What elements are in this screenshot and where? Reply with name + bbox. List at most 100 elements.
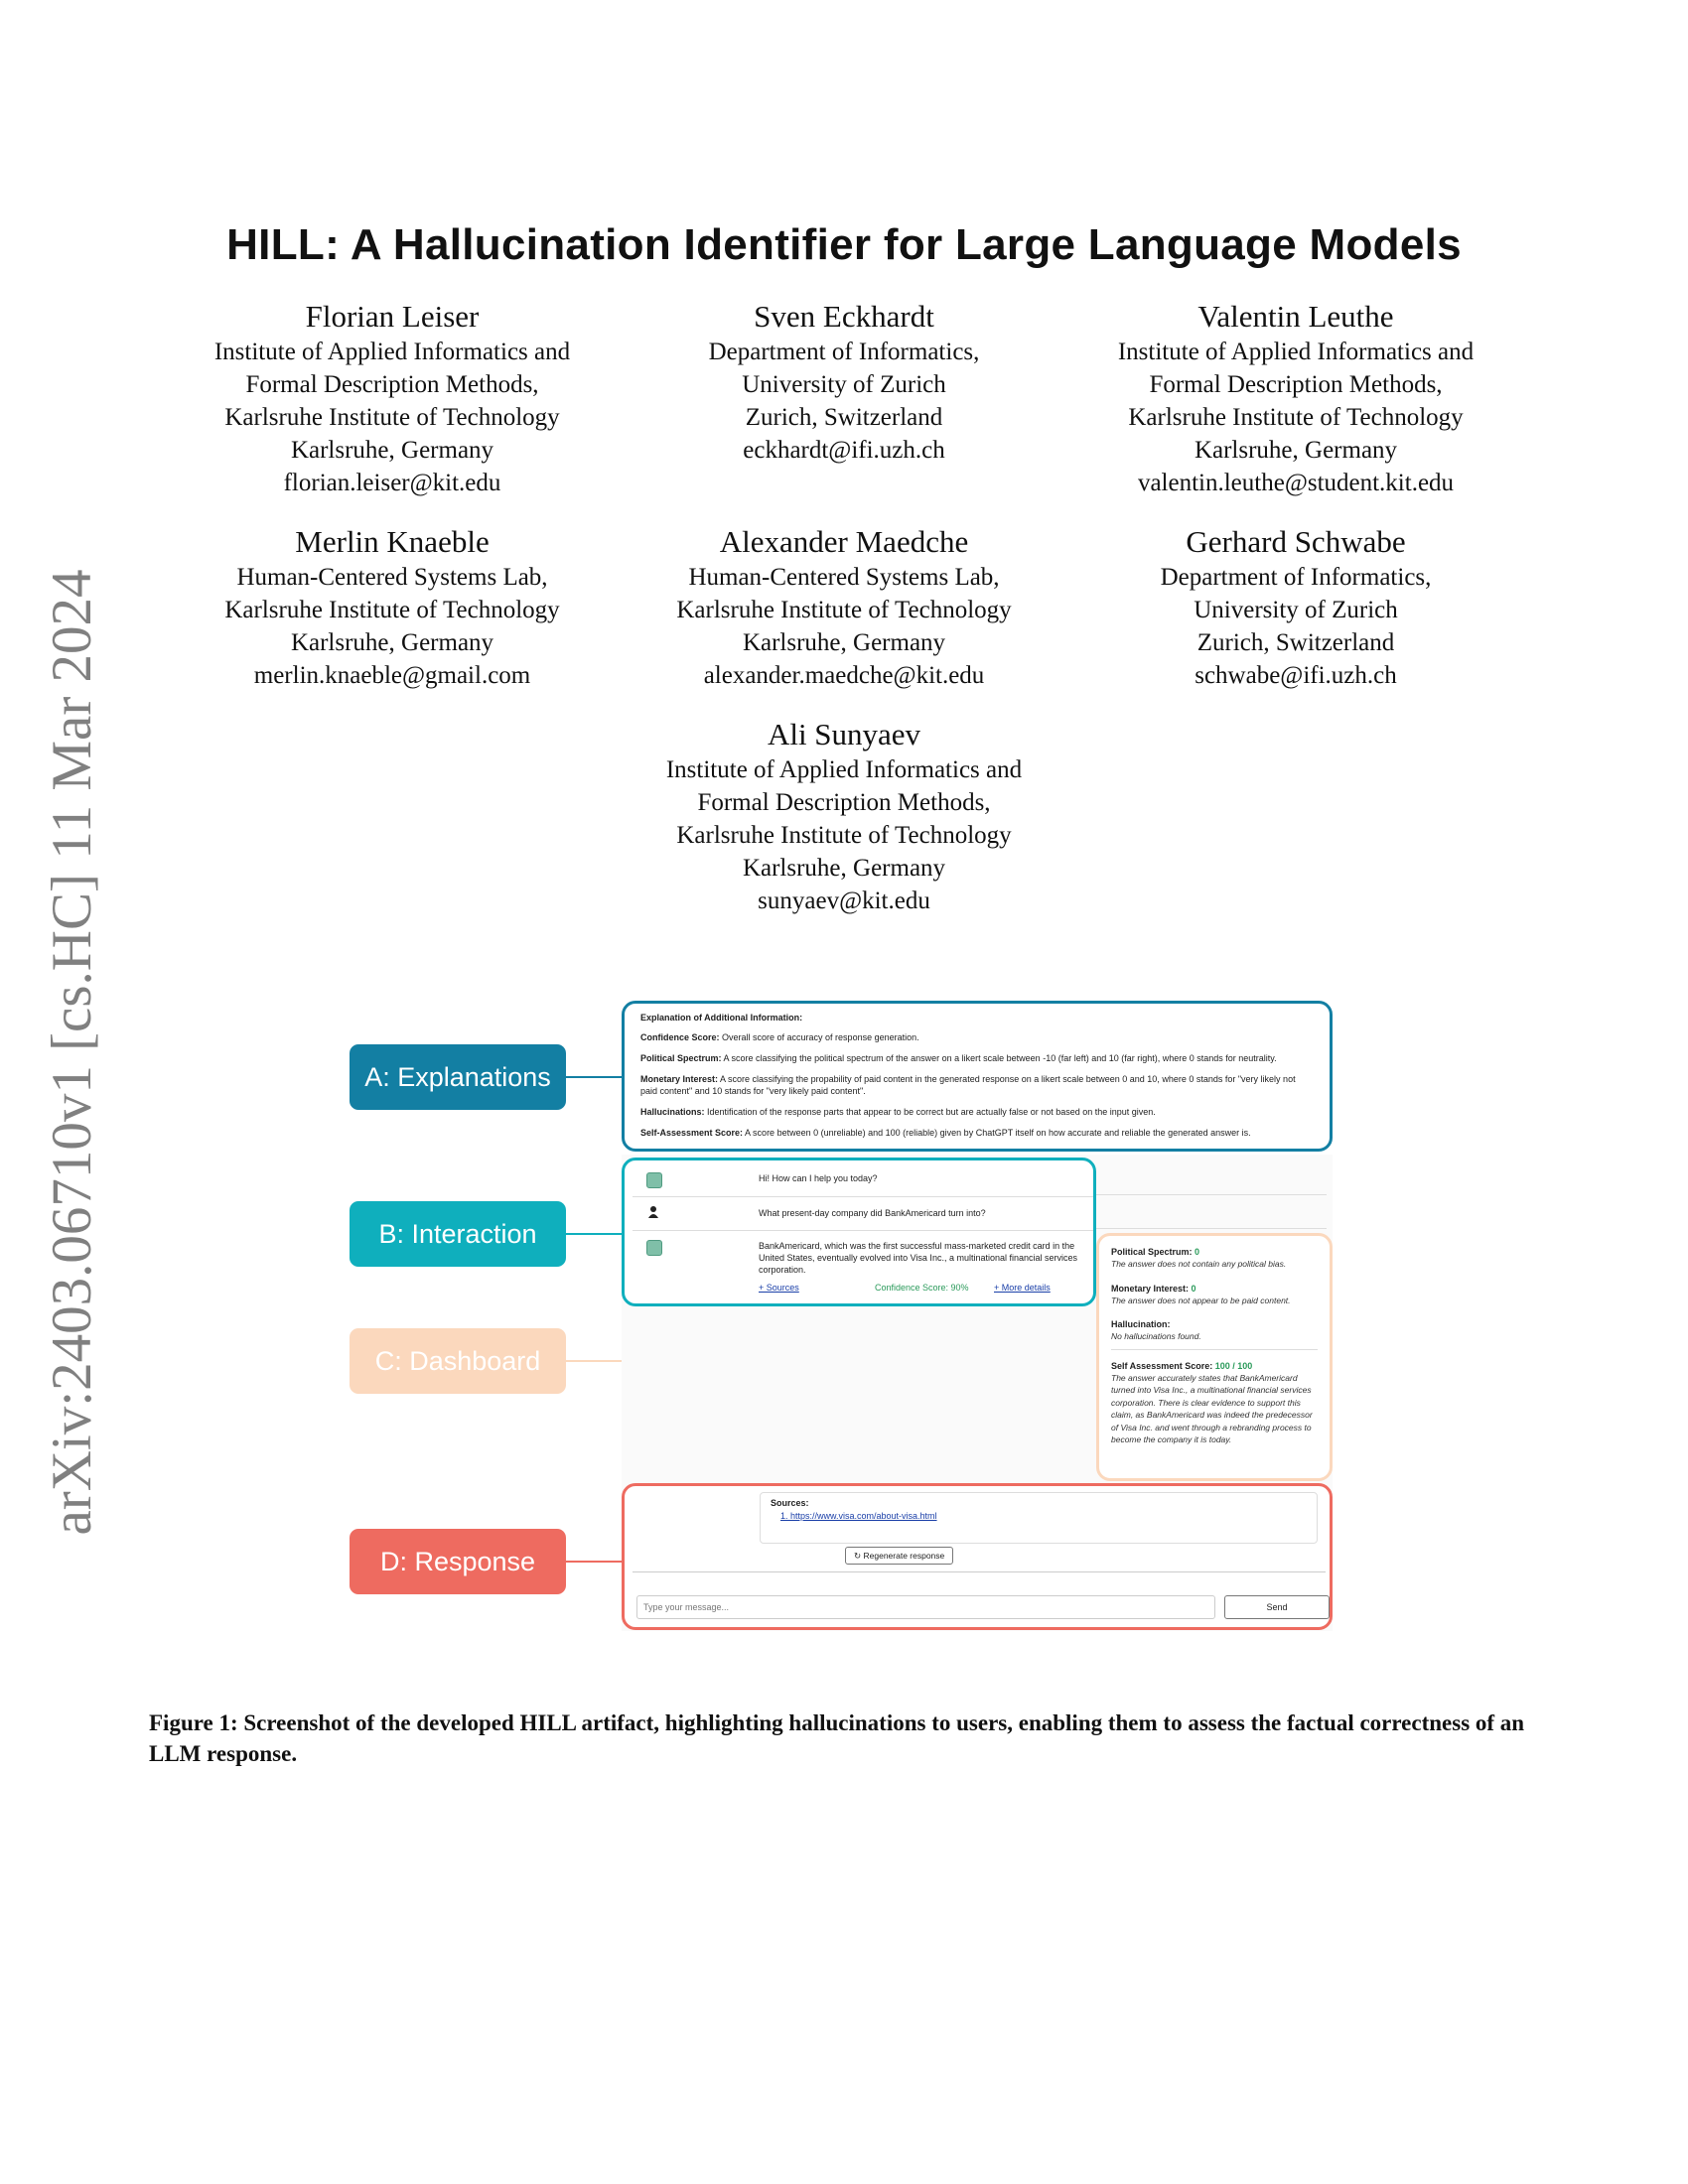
explanation-item: Confidence Score: Overall score of accur… (640, 1031, 1314, 1043)
chat-question: What present-day company did BankAmerica… (759, 1208, 986, 1218)
author-affiliation: Formal Description Methods, (245, 371, 539, 398)
author-affiliation: Institute of Applied Informatics and (213, 339, 571, 365)
author-email: schwabe@ifi.uzh.ch (1195, 662, 1397, 689)
author-name: Gerhard Schwabe (1186, 524, 1406, 559)
divider (1096, 1228, 1327, 1229)
chat-greeting: Hi! How can I help you today? (759, 1173, 878, 1183)
confidence-score: Confidence Score: 90% (875, 1283, 969, 1293)
author-affiliation: Formal Description Methods, (1149, 371, 1443, 398)
sources-link[interactable]: + Sources (759, 1283, 799, 1293)
explanations-panel: Explanation of Additional Information: C… (622, 1001, 1333, 1152)
author-name: Merlin Knaeble (295, 524, 490, 559)
user-avatar-icon (648, 1206, 658, 1218)
label-explanations: A: Explanations (350, 1044, 566, 1110)
explanation-term: Monetary Interest: (640, 1074, 719, 1084)
response-panel: Sources: 1. https://www.visa.com/about-v… (622, 1483, 1333, 1630)
explanation-term: Confidence Score: (640, 1032, 720, 1042)
author-affiliation: Karlsruhe, Germany (742, 629, 946, 656)
explanation-item: Self-Assessment Score: A score between 0… (640, 1127, 1314, 1139)
more-details-link[interactable]: + More details (994, 1283, 1051, 1293)
author-affiliation: Karlsruhe, Germany (742, 855, 946, 882)
regenerate-label: Regenerate response (863, 1551, 945, 1561)
author-email: valentin.leuthe@student.kit.edu (1137, 470, 1455, 496)
author-affiliation: Karlsruhe, Germany (290, 629, 494, 656)
author-email: merlin.knaeble@gmail.com (253, 662, 531, 689)
arxiv-stamp: arXiv:2403.06710v1 [cs.HC] 11 Mar 2024 (41, 569, 103, 1536)
divider (633, 1571, 1326, 1572)
author-email: sunyaev@kit.edu (758, 887, 930, 914)
political-value: 0 (1195, 1247, 1200, 1257)
divider (1096, 1194, 1327, 1195)
author-affiliation: Department of Informatics, (708, 339, 980, 365)
author-affiliation: Human-Centered Systems Lab, (236, 564, 548, 591)
author-affiliation: Karlsruhe Institute of Technology (676, 597, 1012, 623)
chat-answer: BankAmericard, which was the first succe… (759, 1241, 1078, 1275)
paper-title: HILL: A Hallucination Identifier for Lar… (226, 220, 1462, 269)
author-affiliation: Karlsruhe Institute of Technology (224, 404, 560, 431)
explanation-text: A score classifying the political spectr… (721, 1053, 1277, 1063)
author-name: Florian Leiser (305, 299, 480, 334)
author-name: Alexander Maedche (719, 524, 969, 559)
sources-heading: Sources: (771, 1498, 809, 1508)
hallucination-text: No hallucinations found. (1111, 1331, 1201, 1341)
explanation-term: Hallucinations: (640, 1107, 705, 1117)
explanation-term: Political Spectrum: (640, 1053, 722, 1063)
self-assessment-label: Self Assessment Score: (1111, 1360, 1213, 1371)
author-affiliation: Karlsruhe, Germany (1194, 437, 1398, 464)
author-affiliation: Zurich, Switzerland (1196, 629, 1395, 656)
author-affiliation: Karlsruhe Institute of Technology (676, 822, 1012, 849)
interaction-panel: Hi! How can I help you today? What prese… (622, 1158, 1096, 1306)
monetary-value: 0 (1191, 1283, 1196, 1294)
author-name: Sven Eckhardt (754, 299, 934, 334)
author-email: alexander.maedche@kit.edu (703, 662, 985, 689)
hallucination-label: Hallucination: (1111, 1319, 1171, 1329)
label-response: D: Response (350, 1529, 566, 1594)
author-affiliation: University of Zurich (742, 371, 946, 398)
connector-b (566, 1233, 624, 1235)
political-label: Political Spectrum: (1111, 1247, 1193, 1257)
author-name: Ali Sunyaev (767, 717, 921, 751)
message-input[interactable]: Type your message... (636, 1595, 1215, 1619)
divider (633, 1196, 1093, 1197)
explanation-item: Political Spectrum: A score classifying … (640, 1052, 1314, 1064)
monetary-label: Monetary Interest: (1111, 1283, 1190, 1294)
explanation-text: Overall score of accuracy of response ge… (719, 1032, 919, 1042)
explanations-heading: Explanation of Additional Information: (640, 1013, 803, 1023)
bot-avatar-icon (646, 1172, 662, 1188)
author-email: eckhardt@ifi.uzh.ch (743, 437, 945, 464)
connector-a (566, 1076, 624, 1078)
explanation-text: A score classifying the propability of p… (640, 1074, 1296, 1096)
regenerate-button[interactable]: ↻ Regenerate response (845, 1547, 954, 1565)
author-affiliation: Institute of Applied Informatics and (665, 756, 1023, 783)
author-affiliation: Karlsruhe Institute of Technology (224, 597, 560, 623)
divider (633, 1230, 1093, 1231)
refresh-icon: ↻ (854, 1551, 862, 1561)
author-affiliation: Karlsruhe, Germany (290, 437, 494, 464)
monetary-text: The answer does not appear to be paid co… (1111, 1295, 1291, 1305)
explanation-text: Identification of the response parts tha… (704, 1107, 1156, 1117)
author-affiliation: Institute of Applied Informatics and (1117, 339, 1475, 365)
author-name: Valentin Leuthe (1197, 299, 1394, 334)
author-affiliation: Human-Centered Systems Lab, (688, 564, 1000, 591)
label-interaction: B: Interaction (350, 1201, 566, 1267)
dashboard-panel: Political Spectrum: 0 The answer does no… (1096, 1233, 1333, 1481)
author-affiliation: University of Zurich (1194, 597, 1398, 623)
source-link-1[interactable]: 1. https://www.visa.com/about-visa.html (780, 1511, 937, 1521)
figure-caption: Figure 1: Screenshot of the developed HI… (149, 1710, 1525, 1766)
author-affiliation: Formal Description Methods, (697, 789, 991, 816)
send-button[interactable]: Send (1224, 1595, 1330, 1619)
sources-box: Sources: 1. https://www.visa.com/about-v… (760, 1492, 1318, 1544)
explanation-item: Monetary Interest: A score classifying t… (640, 1073, 1314, 1097)
label-dashboard: C: Dashboard (350, 1328, 566, 1394)
author-email: florian.leiser@kit.edu (283, 470, 501, 496)
author-affiliation: Zurich, Switzerland (745, 404, 943, 431)
self-assessment-value: 100 / 100 (1214, 1360, 1253, 1371)
author-affiliation: Karlsruhe Institute of Technology (1128, 404, 1464, 431)
connector-d (566, 1561, 624, 1563)
explanation-text: A score between 0 (unreliable) and 100 (… (743, 1128, 1251, 1138)
